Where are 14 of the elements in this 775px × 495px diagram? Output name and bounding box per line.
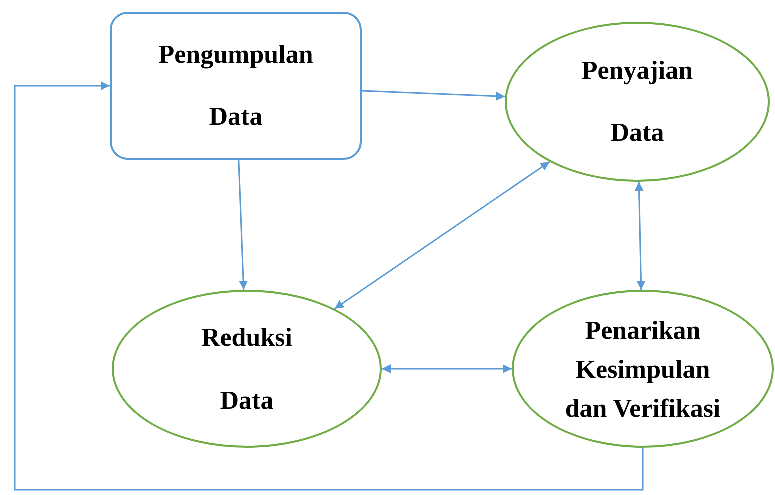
arrow bbox=[362, 90, 506, 101]
process-ellipse bbox=[512, 290, 774, 448]
arrow bbox=[14, 82, 644, 491]
node-label: Pengumpulan Data bbox=[158, 39, 314, 133]
process-box bbox=[110, 12, 362, 160]
arrow bbox=[382, 364, 512, 374]
node-label: Reduksi Data bbox=[200, 322, 294, 417]
process-ellipse bbox=[505, 22, 770, 182]
arrow bbox=[334, 161, 550, 310]
process-ellipse bbox=[112, 290, 382, 448]
node-label: Penyajian Data bbox=[580, 55, 694, 149]
arrow bbox=[634, 182, 646, 290]
node-label: Penarikan Kesimpulan dan Verifikasi bbox=[564, 314, 722, 424]
arrow bbox=[238, 160, 248, 290]
